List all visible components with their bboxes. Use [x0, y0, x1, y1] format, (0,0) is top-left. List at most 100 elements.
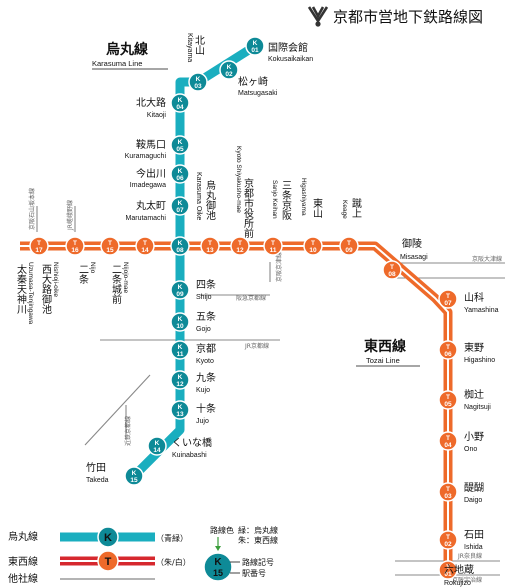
- station-marker[interactable]: T03: [438, 482, 458, 502]
- station-marker[interactable]: T13: [200, 236, 220, 256]
- station-marker[interactable]: K03: [188, 72, 208, 92]
- station-marker-circle: [438, 431, 458, 451]
- station-name-en: Ono: [464, 446, 477, 453]
- legend-karasuma-badge-letter: K: [104, 532, 112, 544]
- station-marker[interactable]: T08: [382, 260, 402, 280]
- station-marker[interactable]: K02: [219, 60, 239, 80]
- station-marker[interactable]: T06: [438, 340, 458, 360]
- station-marker[interactable]: T09: [339, 236, 359, 256]
- station-marker-circle: [230, 236, 250, 256]
- station-marker[interactable]: T12: [230, 236, 250, 256]
- tozai-station-markers: T17T16T15T14T13T12T11T10T09T08T07T06T05T…: [29, 236, 458, 580]
- station-code-letter: K: [178, 374, 183, 381]
- station-name-en: Matsugasaki: [238, 90, 278, 97]
- station-marker-circle: [170, 400, 190, 420]
- karasuma-station-markers: K01K02K03K04K05K06K07K08K09K10K11K12K13K…: [124, 36, 265, 486]
- station-marker[interactable]: K15: [124, 466, 144, 486]
- station-marker[interactable]: K13: [170, 400, 190, 420]
- station-name-jp: 鞍馬口: [136, 138, 166, 151]
- station-name-jp: 山科: [464, 291, 484, 304]
- station-name-jp: 丸太町: [136, 199, 166, 212]
- station-name-jp: 西大路御池: [40, 264, 52, 314]
- station-name-jp: 醍醐: [464, 482, 484, 494]
- station-marker[interactable]: K09: [170, 280, 190, 300]
- station-marker[interactable]: K08: [170, 236, 190, 256]
- station-marker[interactable]: K12: [170, 370, 190, 390]
- station-number: 05: [176, 146, 184, 153]
- station-marker-circle: [170, 93, 190, 113]
- station-marker[interactable]: K05: [170, 135, 190, 155]
- legend-karasuma-badge: [97, 526, 119, 548]
- station-name-jp: 蹴上: [350, 197, 362, 218]
- station-number: 03: [444, 493, 452, 500]
- legend-karasuma-label: 烏丸線: [8, 530, 38, 543]
- other-line-label: 京阪石山坂本線: [28, 188, 36, 230]
- station-marker-circle: [200, 236, 220, 256]
- legend-tozai-label: 東西線: [8, 555, 38, 568]
- legend-tozai-badge-letter: T: [105, 556, 112, 568]
- station-code-letter: K: [155, 440, 160, 447]
- station-marker[interactable]: T15: [100, 236, 120, 256]
- karasuma-line-path: [130, 42, 258, 480]
- station-marker[interactable]: T17: [29, 236, 49, 256]
- station-marker[interactable]: K01: [245, 36, 265, 56]
- legend-code-label-2: 駅番号: [242, 568, 266, 578]
- station-marker-circle: [263, 236, 283, 256]
- station-marker-circle: [100, 236, 120, 256]
- station-number: 07: [176, 207, 184, 214]
- karasuma-line-label: 烏丸線 Karasuma Line: [92, 41, 168, 70]
- station-code-letter: T: [238, 240, 242, 247]
- station-marker[interactable]: T07: [438, 289, 458, 309]
- station-name-en: Kitayama: [186, 33, 193, 62]
- station-number: 10: [176, 323, 184, 330]
- station-code-letter: T: [271, 240, 275, 247]
- station-marker-circle: [124, 466, 144, 486]
- station-marker[interactable]: K10: [170, 312, 190, 332]
- station-marker[interactable]: T04: [438, 431, 458, 451]
- station-name-jp: 北山: [193, 35, 205, 55]
- station-marker-circle: [147, 436, 167, 456]
- station-marker[interactable]: T05: [438, 390, 458, 410]
- station-name-en: Kuinabashi: [172, 452, 207, 459]
- station-marker-circle: [170, 280, 190, 300]
- station-marker[interactable]: K11: [170, 340, 190, 360]
- station-number: 10: [309, 247, 317, 254]
- station-name-en: Daigo: [464, 497, 482, 504]
- station-code-letter: T: [446, 534, 450, 541]
- station-marker[interactable]: T02: [438, 530, 458, 550]
- tozai-line-name-en: Tozai Line: [366, 356, 400, 365]
- legend-tozai-note: （朱/白）: [156, 557, 191, 567]
- station-name-jp: 北大路: [136, 96, 166, 109]
- station-marker[interactable]: T10: [303, 236, 323, 256]
- station-marker[interactable]: T11: [263, 236, 283, 256]
- legend-tozai-badge: [97, 550, 119, 572]
- station-code-letter: K: [178, 284, 183, 291]
- other-lines: [36, 206, 505, 576]
- station-name-jp: 小野: [464, 431, 484, 443]
- station-code-letter: K: [178, 240, 183, 247]
- station-name-en: Marutamachi: [126, 215, 167, 222]
- station-name-jp: 六地蔵: [444, 563, 474, 576]
- station-name-en: Jujo: [196, 418, 209, 425]
- legend-color-karasuma: 緑：烏丸線: [238, 525, 278, 535]
- station-marker[interactable]: K14: [147, 436, 167, 456]
- station-code-letter: T: [390, 264, 394, 271]
- legend-code-label-1: 路線記号: [242, 557, 274, 567]
- station-marker[interactable]: K04: [170, 93, 190, 113]
- station-code-letter: T: [143, 240, 147, 247]
- station-number: 02: [444, 541, 452, 548]
- station-marker[interactable]: T14: [135, 236, 155, 256]
- station-marker[interactable]: T16: [65, 236, 85, 256]
- legend-other-label: 他社線: [8, 572, 38, 585]
- station-number: 09: [345, 247, 353, 254]
- station-marker[interactable]: K06: [170, 164, 190, 184]
- other-line-label: 京阪宇治線: [452, 576, 482, 584]
- legend-color-heading: 路線色: [210, 525, 234, 535]
- station-name-jp: 太秦天神川: [15, 263, 27, 314]
- other-line-label: 近鉄京都線: [124, 416, 132, 446]
- station-marker[interactable]: T01: [438, 560, 458, 580]
- station-marker[interactable]: K07: [170, 196, 190, 216]
- station-number: 11: [270, 247, 277, 254]
- station-code-letter: K: [227, 64, 232, 71]
